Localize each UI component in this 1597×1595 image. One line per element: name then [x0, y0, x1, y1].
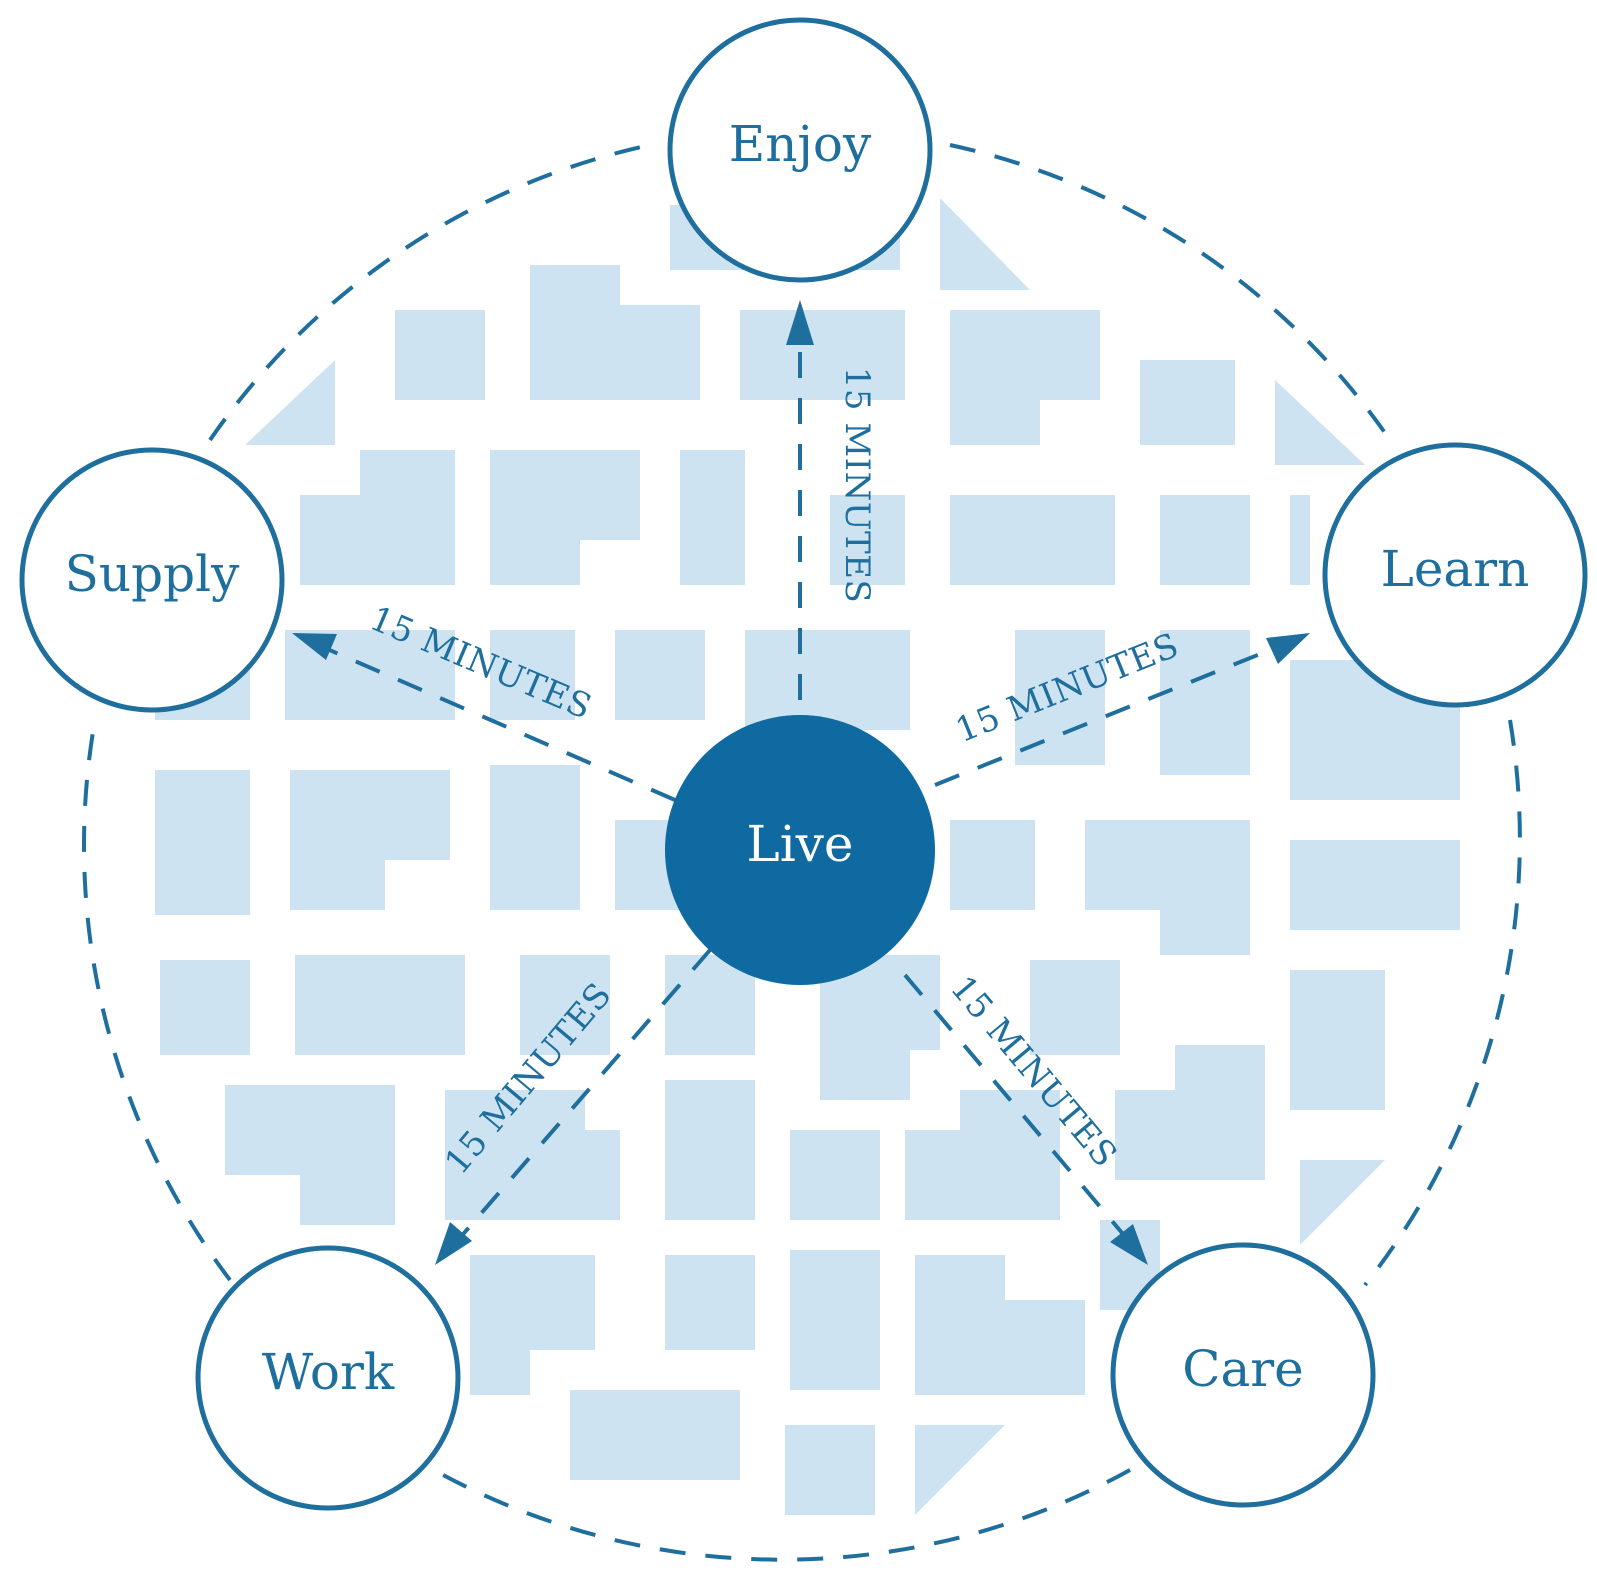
city-block	[160, 960, 250, 1055]
arrow-head-enjoy	[786, 300, 814, 345]
city-block	[1015, 630, 1105, 765]
node-enjoy: Enjoy	[667, 17, 933, 283]
node-work-circle	[195, 1245, 461, 1511]
city-block	[830, 495, 905, 585]
city-block	[490, 450, 640, 585]
city-block	[790, 1130, 880, 1220]
city-block	[785, 1425, 875, 1515]
node-live: Live	[665, 715, 935, 985]
city-block	[490, 630, 575, 720]
node-care: Care	[1110, 1242, 1376, 1508]
city-block	[520, 955, 610, 1055]
city-blocks	[155, 198, 1460, 1515]
connector-care	[903, 973, 1130, 1242]
arrow-head-work	[435, 1222, 472, 1265]
city-block	[915, 1425, 1005, 1515]
connectors	[292, 300, 1310, 1265]
city-block	[1160, 630, 1250, 775]
city-block	[395, 310, 485, 400]
ring-segment-enjoy-learn	[949, 143, 1392, 442]
city-block	[1290, 840, 1460, 930]
arrow-head-care	[1110, 1224, 1148, 1265]
node-enjoy-label: Enjoy	[729, 115, 872, 173]
city-block	[950, 820, 1035, 910]
outer-ring	[82, 143, 1522, 1562]
city-block	[680, 450, 745, 585]
arrow-head-learn	[1266, 633, 1310, 664]
city-block	[570, 1390, 740, 1480]
node-live-label: Live	[746, 815, 853, 873]
city-block	[665, 955, 755, 1055]
connector-learn	[934, 646, 1276, 787]
city-block	[950, 310, 1100, 445]
node-learn-circle	[1322, 442, 1588, 708]
ring-segment-learn-care	[1363, 719, 1522, 1287]
city-block	[790, 1250, 880, 1390]
city-block	[665, 1080, 755, 1220]
city-block	[295, 955, 465, 1055]
ring-segment-work-supply	[82, 719, 232, 1282]
city-block	[300, 450, 455, 585]
node-learn: Learn	[1322, 442, 1588, 708]
city-block	[1160, 495, 1250, 585]
city-block	[1085, 820, 1250, 955]
ring-segment-care-work	[424, 1463, 1131, 1562]
city-block	[1275, 380, 1365, 465]
node-care-label: Care	[1182, 1340, 1304, 1398]
connector-work	[456, 948, 712, 1242]
node-work-label: Work	[262, 1343, 395, 1401]
city-block	[740, 310, 905, 400]
city-block	[155, 770, 250, 915]
city-block	[530, 265, 700, 400]
node-supply-label: Supply	[65, 545, 240, 603]
city-block	[1115, 1045, 1265, 1180]
time-label-enjoy: 15 MINUTES	[837, 367, 877, 604]
city-block	[470, 1255, 595, 1395]
arrow-head-supply	[292, 633, 337, 660]
city-block	[1030, 960, 1120, 1055]
city-block	[915, 1255, 1085, 1395]
city-block	[665, 1255, 755, 1350]
node-live-circle	[665, 715, 935, 985]
city-block	[1290, 495, 1310, 585]
node-work: Work	[195, 1245, 461, 1511]
city-block	[905, 1090, 1060, 1220]
node-supply-circle	[19, 447, 285, 713]
node-enjoy-circle	[667, 17, 933, 283]
city-block	[615, 630, 705, 720]
node-learn-label: Learn	[1381, 540, 1530, 598]
city-block	[950, 495, 1115, 585]
city-block	[245, 360, 335, 445]
city-block	[530, 1130, 620, 1220]
city-block	[1300, 1160, 1385, 1245]
node-supply: Supply	[19, 447, 285, 713]
city-block	[745, 630, 910, 730]
city-block	[1290, 970, 1385, 1110]
city-block	[225, 1085, 395, 1225]
connector-supply	[317, 643, 676, 802]
city-block	[940, 198, 1030, 290]
city-block	[820, 955, 940, 1100]
city-block	[1140, 360, 1235, 445]
ring-segment-supply-enjoy	[208, 143, 651, 442]
city-block	[490, 765, 580, 910]
city-block	[290, 770, 450, 910]
node-care-circle	[1110, 1242, 1376, 1508]
